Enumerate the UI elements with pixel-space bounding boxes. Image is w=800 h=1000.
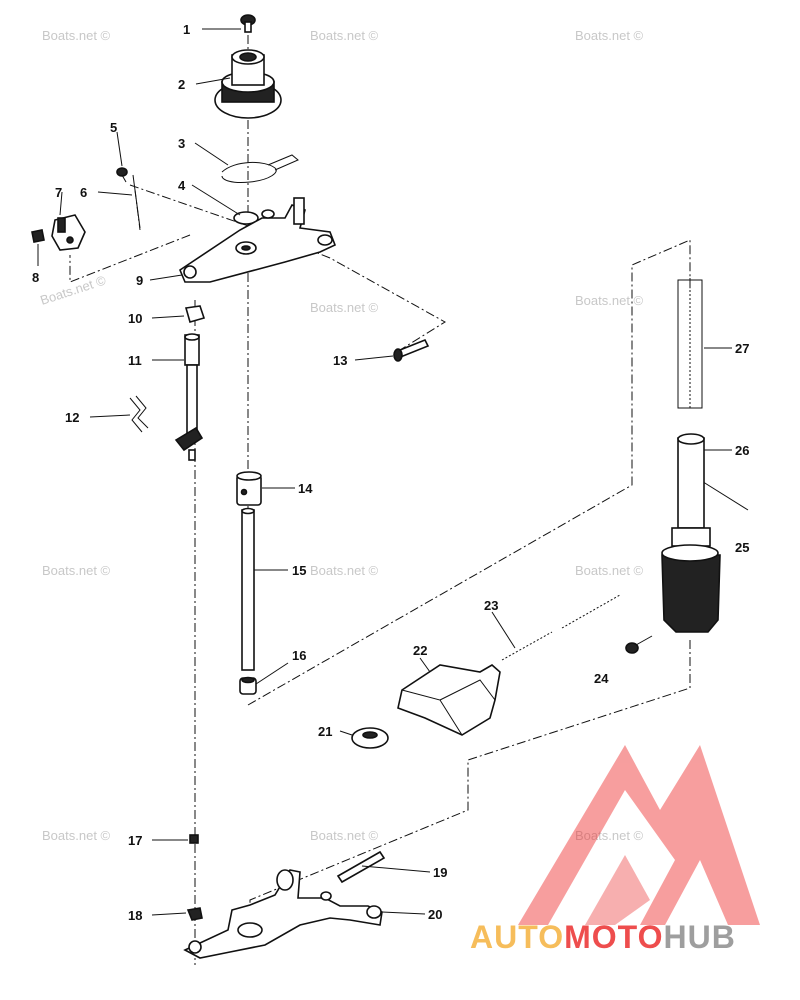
watermark: Boats.net ©	[42, 28, 111, 43]
callout-24: 24	[594, 671, 609, 686]
callout-3: 3	[178, 136, 185, 151]
watermark: Boats.net ©	[310, 828, 379, 843]
part-27-spring	[677, 278, 703, 409]
callout-12: 12	[65, 410, 79, 425]
callout-8: 8	[32, 270, 39, 285]
part-6-pin	[132, 174, 141, 229]
callout-4: 4	[178, 178, 186, 193]
callout-23: 23	[484, 598, 498, 613]
part-18-screw	[186, 907, 203, 921]
watermark: Boats.net ©	[38, 272, 108, 307]
callout-18: 18	[128, 908, 142, 923]
callout-11: 11	[128, 353, 142, 368]
part-3-spring-clip	[221, 154, 299, 183]
svg-text:AUTOMOTOHUB: AUTOMOTOHUB	[470, 919, 736, 955]
part-11-shaft	[174, 333, 204, 461]
logo-text-moto: MOTO	[564, 919, 663, 955]
callout-27: 27	[735, 341, 749, 356]
callout-9: 9	[136, 273, 143, 288]
part-5-screw	[116, 167, 128, 183]
callout-2: 2	[178, 77, 185, 92]
callout-1: 1	[183, 22, 190, 37]
part-13-screw	[393, 338, 430, 362]
part-15-rod	[241, 507, 255, 671]
logo-text-auto: AUTO	[470, 919, 564, 955]
part-23-springs	[501, 594, 621, 661]
part-19-pin	[336, 850, 386, 884]
logo-triangle-icon	[518, 745, 760, 925]
part-9-lever-arm	[179, 197, 337, 283]
watermark: Boats.net ©	[42, 563, 111, 578]
logo-text-hub: HUB	[663, 919, 735, 955]
callout-26: 26	[735, 443, 749, 458]
part-12-clip	[129, 395, 149, 433]
part-10-bushing	[184, 305, 206, 323]
callout-16: 16	[292, 648, 306, 663]
callout-numbers: 1 2 3 4 5 6 7 8 9 10 11 12 13 14 15 16 1…	[32, 22, 749, 923]
automotohub-logo: AUTOMOTOHUB	[470, 745, 760, 955]
part-7-bracket	[51, 214, 86, 251]
callout-6: 6	[80, 185, 87, 200]
watermark: Boats.net ©	[310, 300, 379, 315]
callout-17: 17	[128, 833, 142, 848]
part-16-cap	[239, 676, 257, 695]
part-8-screw	[31, 229, 45, 243]
leader-lines	[37, 28, 732, 916]
callout-13: 13	[333, 353, 347, 368]
watermark: Boats.net ©	[310, 563, 379, 578]
watermark: Boats.net ©	[575, 563, 644, 578]
callout-19: 19	[433, 865, 447, 880]
part-14-coupler	[236, 471, 262, 506]
callout-14: 14	[298, 481, 313, 496]
part-25-pin	[699, 479, 749, 511]
callout-21: 21	[318, 724, 332, 739]
part-21-washer	[351, 727, 389, 749]
part-2-gear	[214, 49, 282, 119]
watermark: Boats.net ©	[575, 293, 644, 308]
part-22-handle	[397, 664, 501, 736]
part-20-lower-lever	[183, 869, 383, 959]
part-24-screw	[625, 635, 653, 654]
part-17-nut	[189, 834, 199, 844]
part-26-tube	[661, 433, 721, 633]
callout-5: 5	[110, 120, 117, 135]
callout-10: 10	[128, 311, 142, 326]
callout-20: 20	[428, 907, 442, 922]
part-1-screw	[240, 14, 256, 33]
watermark: Boats.net ©	[575, 828, 644, 843]
watermarks: Boats.net © Boats.net © Boats.net © Boat…	[38, 28, 643, 843]
callout-22: 22	[413, 643, 427, 658]
callout-25: 25	[735, 540, 749, 555]
watermark: Boats.net ©	[42, 828, 111, 843]
callout-15: 15	[292, 563, 306, 578]
watermark: Boats.net ©	[310, 28, 379, 43]
watermark: Boats.net ©	[575, 28, 644, 43]
callout-7: 7	[55, 185, 62, 200]
